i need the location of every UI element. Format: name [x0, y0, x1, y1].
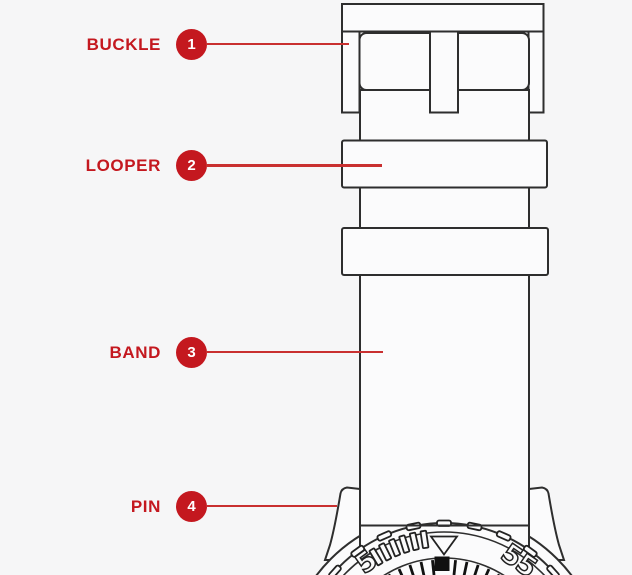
number-badge-2: 2 [176, 150, 207, 181]
buckle-prong [429, 30, 459, 114]
bezel-triangle-marker [429, 535, 459, 557]
part-label-pin: PIN [130, 496, 161, 516]
number-badge-3: 3 [176, 336, 207, 368]
bezel-inner-edge [342, 531, 546, 575]
dial-minute-ticks [387, 559, 501, 575]
number-badge-1: 1 [176, 28, 207, 60]
leader-line-looper [206, 164, 382, 167]
leader-line-pin [206, 504, 337, 508]
part-label-band: BAND [109, 342, 161, 362]
number-badge-4: 4 [176, 490, 207, 522]
buckle [341, 3, 545, 144]
bezel-minute-ticks [368, 529, 430, 567]
leader-line-band [206, 350, 383, 354]
buckle-frame-right-side [527, 30, 545, 114]
strap-middle [359, 186, 530, 230]
band-strap [359, 274, 530, 550]
bezel-ring: 5 55 [328, 519, 560, 575]
part-label-looper: LOOPER [85, 156, 161, 175]
buckle-top-bar [341, 3, 545, 33]
leader-line-buckle [206, 42, 349, 46]
chapter-ring [383, 556, 505, 575]
twelve-oclock-marker [434, 556, 450, 571]
part-label-buckle: BUCKLE [86, 34, 161, 54]
keeper-lower [341, 227, 549, 276]
